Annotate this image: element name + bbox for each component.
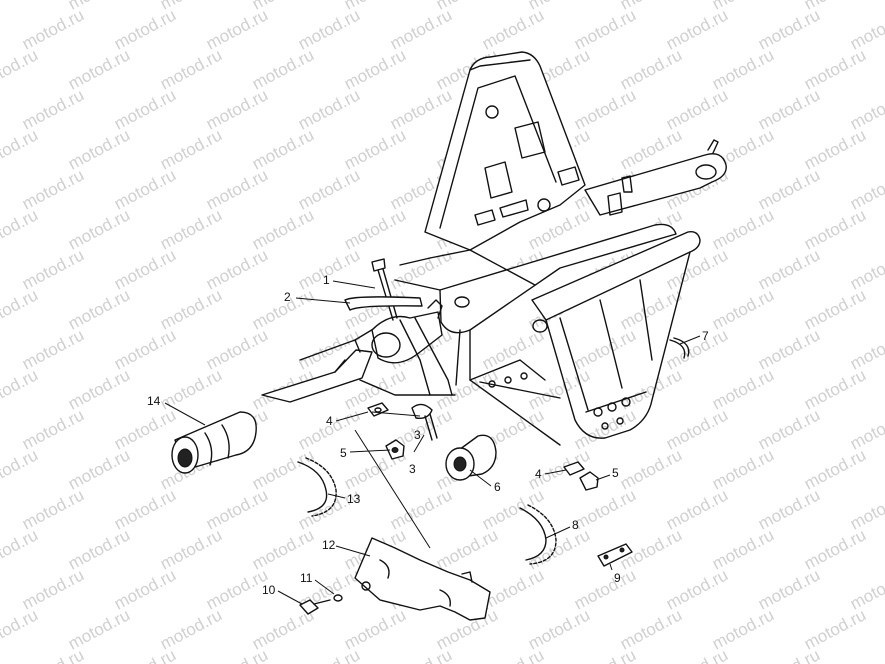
watermark-text: motod.ru bbox=[0, 125, 41, 173]
part-washer-left bbox=[367, 402, 389, 417]
callout-14: 14 bbox=[147, 394, 161, 408]
callout-1: 1 bbox=[323, 273, 330, 287]
part-strap bbox=[344, 296, 423, 311]
part-screw bbox=[299, 599, 331, 615]
part-roller bbox=[171, 411, 257, 474]
leader-lines bbox=[164, 280, 701, 605]
watermark-text: motod.ru bbox=[0, 285, 41, 333]
watermark-text: motod.ru bbox=[0, 205, 41, 253]
callout-3-upper: 3 bbox=[414, 428, 421, 442]
callout-7: 7 bbox=[702, 329, 709, 343]
part-clip bbox=[669, 337, 690, 359]
watermark-text: motod.ru bbox=[847, 5, 885, 53]
callout-12: 12 bbox=[322, 538, 336, 552]
watermark-text: motod.ru bbox=[0, 525, 41, 573]
callouts: 1 2 3 3 4 4 5 5 6 7 8 9 10 11 12 13 14 bbox=[147, 273, 709, 597]
part-chain-right bbox=[519, 504, 557, 565]
part-nut-left bbox=[385, 439, 405, 460]
watermark-text: motod.ru bbox=[847, 565, 885, 613]
callout-6: 6 bbox=[494, 480, 501, 494]
watermark-text: motod.ru bbox=[847, 405, 885, 453]
part-guard bbox=[354, 537, 491, 621]
watermark-text: motod.ru bbox=[19, 645, 87, 664]
callout-10: 10 bbox=[262, 583, 276, 597]
watermark-text: motod.ru bbox=[847, 325, 885, 373]
watermark-text: motod.ru bbox=[111, 645, 179, 664]
watermark-text: motod.ru bbox=[0, 605, 41, 653]
watermark-text: motod.ru bbox=[847, 165, 885, 213]
watermark-text: motod.ru bbox=[203, 645, 271, 664]
callout-4-right: 4 bbox=[535, 467, 542, 481]
watermark-text: motod.ru bbox=[847, 485, 885, 533]
watermark-text: motod.ru bbox=[663, 645, 731, 664]
callout-5-right: 5 bbox=[612, 466, 619, 480]
watermark-text: motod.ru bbox=[0, 0, 41, 14]
callout-9: 9 bbox=[614, 571, 621, 585]
part-bolt bbox=[371, 258, 398, 321]
watermark-text: motod.ru bbox=[387, 645, 455, 664]
watermark-text: motod.ru bbox=[571, 645, 639, 664]
callout-2: 2 bbox=[284, 290, 291, 304]
callout-13: 13 bbox=[347, 492, 361, 506]
watermark-text: motod.ru bbox=[0, 45, 41, 93]
part-washer-right bbox=[563, 461, 585, 476]
watermark-text: motod.ru bbox=[0, 365, 41, 413]
watermark-text: motod.ru bbox=[479, 645, 547, 664]
part-bolt-short bbox=[411, 403, 438, 441]
part-small-washer bbox=[333, 594, 343, 602]
part-master-link bbox=[597, 543, 633, 567]
callout-3-lower: 3 bbox=[409, 462, 416, 476]
callout-5-left: 5 bbox=[340, 446, 347, 460]
watermark-text: motod.ru bbox=[847, 85, 885, 133]
watermark-text: motod.ru bbox=[847, 645, 885, 664]
watermark-text: motod.ru bbox=[755, 645, 823, 664]
watermark-text: motod.ru bbox=[0, 445, 41, 493]
part-chain-left bbox=[297, 457, 337, 517]
frame-assembly bbox=[261, 51, 727, 446]
callout-8: 8 bbox=[572, 518, 579, 532]
callout-11: 11 bbox=[300, 571, 313, 585]
watermark-text: motod.ru bbox=[295, 645, 363, 664]
watermark-text: motod.ru bbox=[847, 245, 885, 293]
part-nut-right bbox=[579, 471, 599, 491]
callout-4-left: 4 bbox=[326, 414, 333, 428]
part-bushing bbox=[445, 434, 497, 481]
